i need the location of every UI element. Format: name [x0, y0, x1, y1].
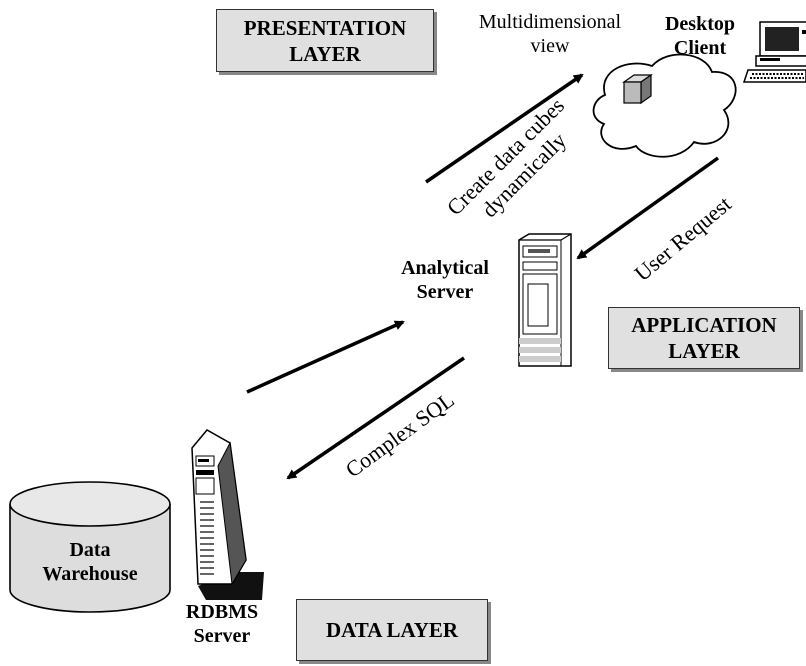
- data-cube-icon: [622, 73, 653, 105]
- analytical-server-line2: Server: [416, 281, 474, 303]
- multidimensional-view-label: Multidimensional view: [450, 10, 650, 58]
- rdbms-server-label: RDBMS Server: [172, 600, 272, 648]
- data-warehouse-label: Data Warehouse: [20, 538, 160, 586]
- presentation-layer-line1: PRESENTATION: [243, 15, 407, 40]
- multidimensional-view-line1: Multidimensional: [478, 11, 622, 33]
- cloud-icon: [592, 53, 737, 158]
- arrow-create-cubes: [425, 73, 584, 184]
- data-layer-box: DATA LAYER: [296, 599, 488, 661]
- arrow-complex-sql: [286, 356, 465, 480]
- arrow-to-analytical: [246, 320, 405, 394]
- rdbms-server-line1: RDBMS: [185, 601, 259, 623]
- desktop-client-label: Desktop Client: [650, 12, 750, 60]
- application-layer-box: APPLICATION LAYER: [608, 307, 800, 369]
- rdbms-server-icon: [191, 429, 264, 600]
- multidimensional-view-line2: view: [530, 35, 570, 57]
- database-cylinder-icon: [9, 481, 171, 613]
- data-warehouse-line2: Warehouse: [42, 563, 138, 585]
- analytical-server-line1: Analytical: [401, 257, 489, 279]
- data-warehouse-line1: Data: [69, 539, 111, 561]
- arrow-user-request: [576, 156, 720, 260]
- application-layer-line2: LAYER: [668, 339, 740, 363]
- desktop-client-line2: Client: [673, 37, 727, 59]
- presentation-layer-line2: LAYER: [289, 41, 361, 66]
- analytical-server-label: Analytical Server: [385, 256, 505, 304]
- application-layer-line1: APPLICATION: [631, 313, 777, 337]
- desktop-computer-icon: [742, 21, 806, 83]
- presentation-layer-box: PRESENTATION LAYER: [216, 9, 434, 72]
- rdbms-server-line2: Server: [193, 625, 251, 647]
- desktop-client-line1: Desktop: [664, 13, 735, 35]
- data-layer-label: DATA LAYER: [325, 618, 459, 642]
- tower-server-icon: [518, 233, 572, 367]
